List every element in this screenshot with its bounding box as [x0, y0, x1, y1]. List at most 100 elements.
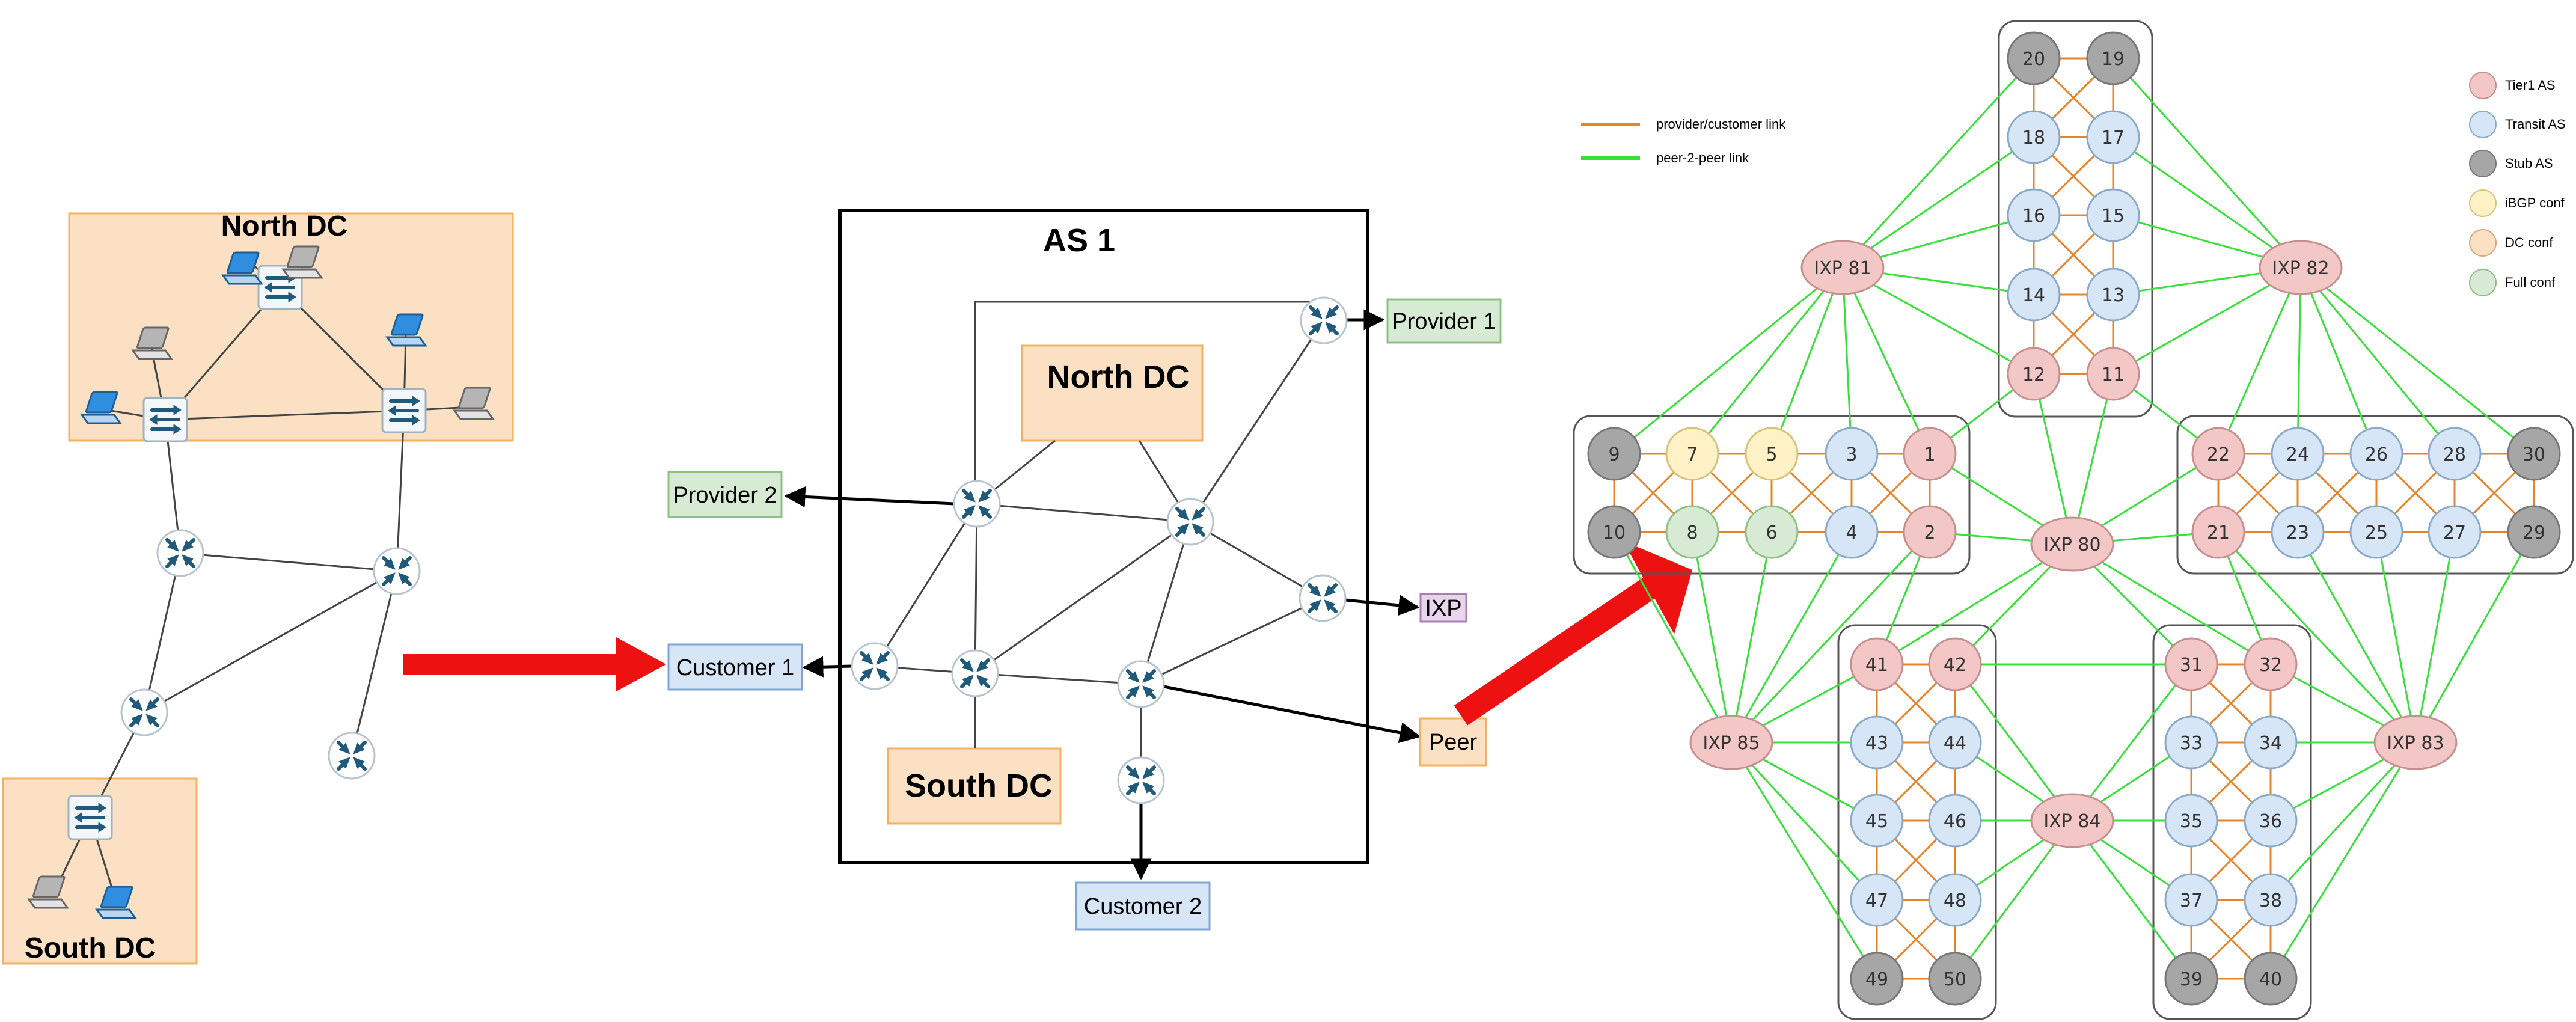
- as-node: [1850, 794, 1904, 848]
- peer-link: [1954, 664, 2073, 821]
- legend-transit: Transit AS: [2505, 117, 2566, 132]
- as-node-label: 18: [2022, 127, 2045, 148]
- as-node-label: 19: [2102, 49, 2125, 70]
- as-node: [1850, 637, 1904, 691]
- as-node-label: 35: [2180, 811, 2203, 832]
- as-node: [1745, 427, 1799, 481]
- as-node: [2164, 952, 2218, 1006]
- as-node: [2349, 505, 2403, 559]
- middle-north-dc-box: [1021, 344, 1204, 442]
- peer-link: [2299, 267, 2378, 454]
- as-node-label: 46: [1944, 811, 1966, 832]
- router-icon: [374, 548, 420, 594]
- router-icon: [1118, 661, 1164, 707]
- router-icon: [1118, 757, 1164, 803]
- as-node-label: 24: [2286, 444, 2309, 465]
- peer-link: [2072, 543, 2271, 666]
- ixp-box: [1419, 593, 1467, 623]
- router-icon: [1167, 499, 1213, 545]
- as-node: [1928, 715, 1982, 770]
- as-node: [2428, 427, 2482, 481]
- as-node: [1587, 505, 1641, 559]
- peer-link: [2269, 742, 2417, 979]
- peer-link: [2299, 267, 2456, 454]
- peer-link: [1730, 531, 1931, 744]
- middle-south-dc-box: [887, 747, 1062, 825]
- as-node: [2007, 110, 2061, 164]
- as-node-label: 47: [1865, 890, 1888, 911]
- as-node: [2164, 794, 2218, 848]
- router-icon: [158, 530, 203, 576]
- ixp-label: IXP: [1425, 596, 1461, 621]
- ixp-node: [2030, 516, 2114, 572]
- ixp-node: [1800, 240, 1885, 295]
- peer-link: [2296, 267, 2302, 454]
- as-node-label: 44: [1944, 733, 1966, 754]
- as-node-label: 3: [1846, 444, 1857, 465]
- as-node: [2244, 952, 2298, 1006]
- red-arrow-left: [403, 637, 666, 691]
- router-icon: [329, 733, 375, 779]
- as-node: [1665, 427, 1719, 481]
- ixp-label: IXP 81: [1814, 258, 1871, 279]
- peer-link: [1770, 267, 1844, 454]
- provider1-label: Provider 1: [1392, 309, 1496, 334]
- as-node: [2007, 268, 2061, 322]
- north-dc-box: [68, 212, 514, 442]
- router-icon: [1300, 575, 1345, 621]
- as-node: [2086, 31, 2140, 85]
- as-node-label: 37: [2180, 890, 2203, 911]
- peer-link: [1876, 543, 2073, 666]
- as-node-label: 28: [2443, 444, 2466, 465]
- router-icon: [954, 481, 1000, 527]
- peer-link: [1730, 531, 1853, 743]
- ixp-label: IXP 80: [2043, 534, 2100, 555]
- legend-provider-customer-label: provider/customer link: [1656, 117, 1786, 132]
- as-node: [2244, 794, 2298, 848]
- ixp-node: [1689, 715, 1773, 770]
- as-node-label: 39: [2180, 969, 2203, 990]
- legend: provider/customer link peer-2-peer link …: [1581, 72, 2566, 296]
- as-external-arrows: [784, 309, 1421, 880]
- as-node-label: 33: [2180, 733, 2203, 754]
- router-icon: [852, 643, 898, 689]
- as-node-label: 13: [2102, 285, 2125, 306]
- as-node-label: 50: [1944, 969, 1966, 990]
- as-group-bottom-right: [2152, 624, 2312, 1020]
- peer-link: [1613, 531, 1733, 743]
- as-node-label: 8: [1686, 522, 1698, 543]
- as-group-left: [1573, 415, 1971, 575]
- as-node: [1825, 505, 1879, 559]
- as-node-label: 21: [2207, 522, 2230, 543]
- ixp-label: IXP 85: [1703, 733, 1760, 754]
- as-node: [2086, 268, 2140, 322]
- provider1-box: [1386, 298, 1502, 344]
- peer-label: Peer: [1429, 730, 1478, 755]
- legend-stub: Stub AS: [2505, 156, 2553, 171]
- as-node: [2164, 873, 2218, 927]
- as-node: [2086, 110, 2140, 164]
- as-node-label: 5: [1766, 444, 1777, 465]
- as-node-label: 26: [2365, 444, 2388, 465]
- peer-link: [2071, 373, 2114, 545]
- as-node-label: 40: [2259, 969, 2282, 990]
- as-node: [2244, 873, 2298, 927]
- peer-link: [2071, 820, 2192, 979]
- as-internal-links: [873, 301, 1325, 780]
- peer-link: [1841, 57, 2035, 269]
- peer-link: [1730, 531, 1773, 743]
- as-node: [1850, 715, 1904, 770]
- switch-icon: [144, 398, 187, 441]
- as-node: [1903, 505, 1957, 559]
- peer-link: [2217, 531, 2417, 744]
- as-node-label: 27: [2443, 522, 2466, 543]
- middle-south-dc-label: South DC: [905, 768, 1053, 804]
- as-node: [1928, 952, 1982, 1006]
- peer-box: [1419, 717, 1487, 766]
- as-node-label: 4: [1846, 522, 1857, 543]
- north-dc-title: North DC: [221, 210, 348, 242]
- as-node: [2191, 505, 2245, 559]
- legend-ibgp: iBGP conf: [2505, 195, 2565, 210]
- peer-link: [2033, 373, 2073, 545]
